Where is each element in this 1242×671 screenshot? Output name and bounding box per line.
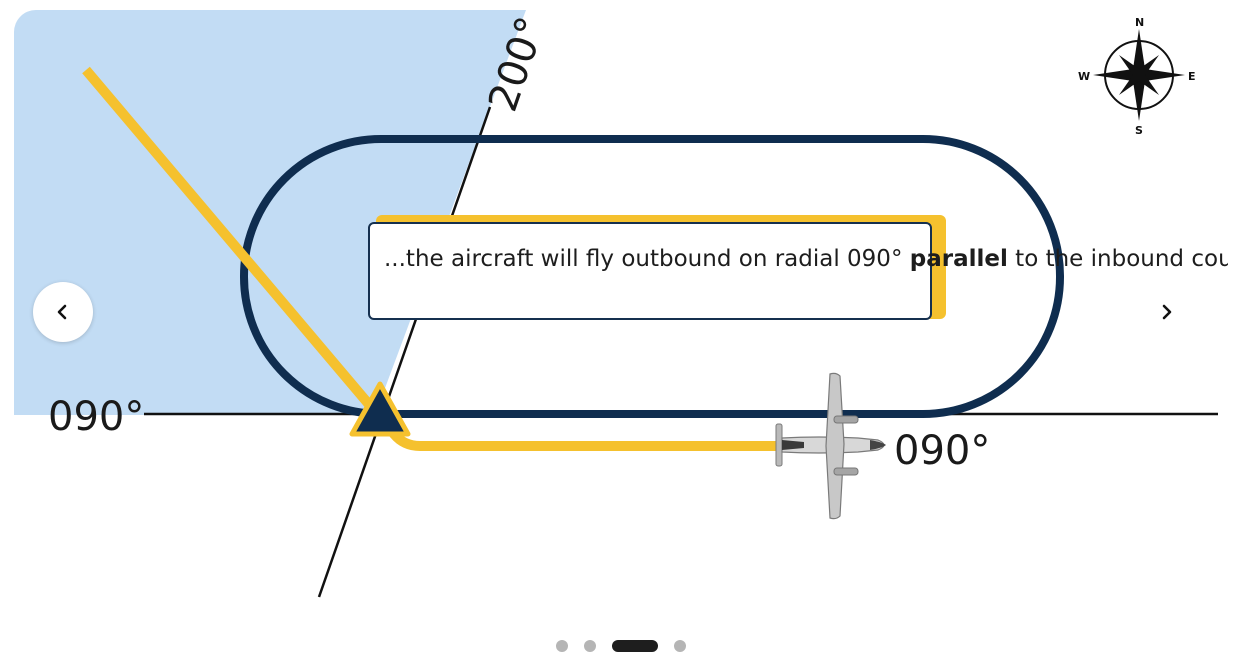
carousel-dot[interactable] (612, 640, 658, 652)
station-triangle-icon (349, 381, 411, 437)
compass-north-label: N (1135, 16, 1144, 29)
caption-emphasis: parallel (909, 246, 1008, 272)
caption-text-end: to the inbound course... (1015, 246, 1228, 272)
compass-east-label: E (1188, 70, 1196, 83)
carousel-dot[interactable] (674, 640, 686, 652)
aircraft-airplane-icon (775, 372, 886, 520)
chevron-left-icon (57, 304, 67, 320)
compass-south-label: S (1135, 124, 1143, 137)
radial-200-line (317, 106, 492, 598)
compass-rose-icon: N S E W (1078, 16, 1196, 137)
compass-west-label: W (1078, 70, 1090, 83)
chevron-right-icon (1162, 304, 1172, 320)
caption-text: ...the aircraft will fly outbound on rad… (384, 246, 910, 272)
next-slide-button[interactable] (1136, 282, 1196, 342)
diagram-slide: 090° 090° 200° N S E W ...the aircraft w… (14, 10, 1228, 618)
inbound-course-label: 090° (48, 394, 144, 440)
carousel-dot[interactable] (584, 640, 596, 652)
carousel-dot[interactable] (556, 640, 568, 652)
caption-box: ...the aircraft will fly outbound on rad… (368, 222, 1228, 320)
outbound-course-label: 090° (894, 428, 990, 474)
holding-pattern (240, 135, 1064, 418)
carousel-pagination (0, 640, 1242, 652)
previous-slide-button[interactable] (33, 282, 93, 342)
